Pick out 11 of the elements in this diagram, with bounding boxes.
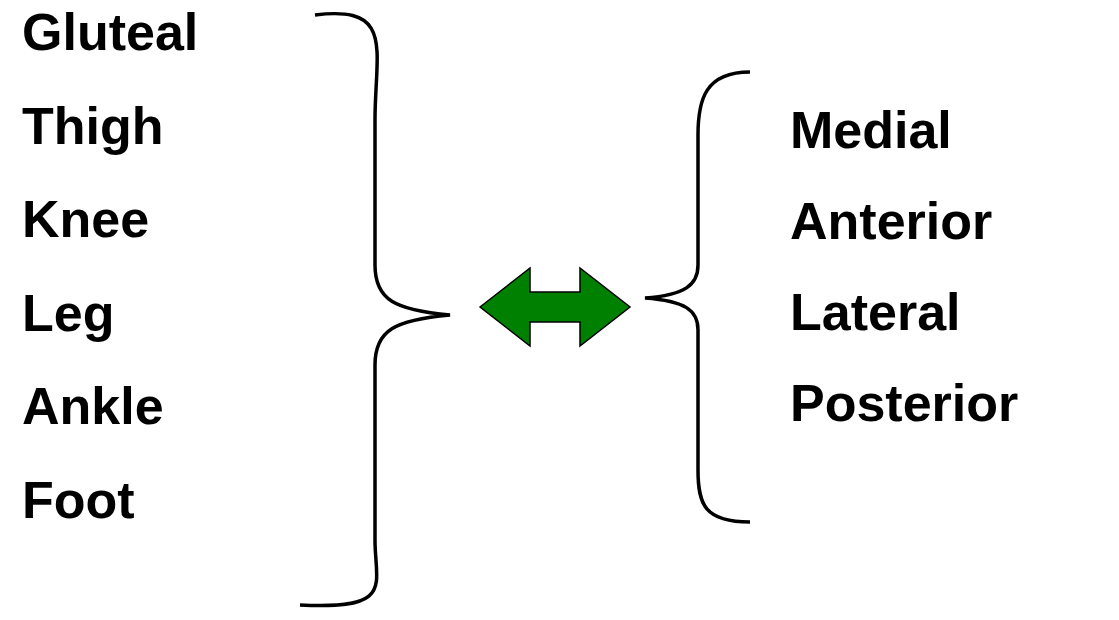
double-arrow [478,266,632,348]
region-label: Lateral [790,282,961,342]
region-label: Posterior [790,373,1019,433]
region-label: Ankle [22,376,164,436]
region-label: Anterior [790,191,993,251]
region-label: Knee [22,189,150,249]
region-label: Leg [22,282,115,343]
region-label: Medial [790,100,952,160]
region-label: Foot [22,469,135,530]
region-label: Gluteal [22,2,199,62]
region-label: Thigh [22,95,164,156]
